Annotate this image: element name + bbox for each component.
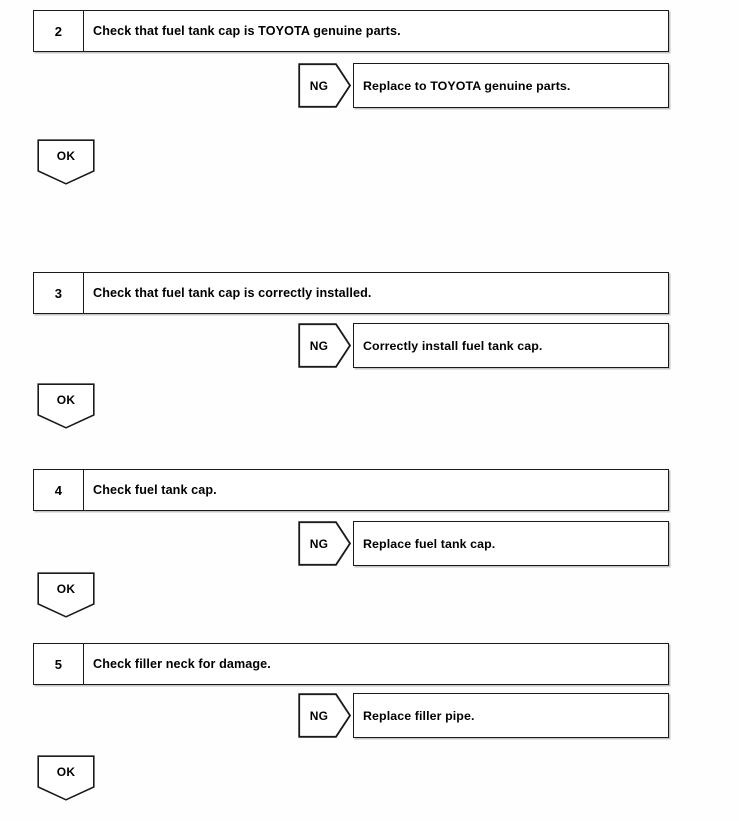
ng-branch-tag[interactable]: NG — [298, 521, 351, 566]
ng-branch-tag[interactable]: NG — [298, 323, 351, 368]
ng-action-box[interactable]: Correctly install fuel tank cap. — [353, 323, 669, 368]
step-check-text: Check that fuel tank cap is TOYOTA genui… — [93, 24, 401, 38]
ng-label: NG — [309, 78, 329, 93]
ok-label: OK — [56, 581, 76, 596]
ng-action-box[interactable]: Replace fuel tank cap. — [353, 521, 669, 566]
step-number: 5 — [34, 644, 84, 684]
ng-pentagon-icon — [298, 323, 351, 368]
step-check-text: Check that fuel tank cap is correctly in… — [93, 286, 372, 300]
ng-label: NG — [309, 338, 329, 353]
step-check-text: Check filler neck for damage. — [93, 657, 271, 671]
ok-pentagon-icon — [37, 572, 95, 618]
ok-pentagon-icon — [37, 755, 95, 801]
ng-action-box[interactable]: Replace filler pipe. — [353, 693, 669, 738]
ok-pentagon-icon — [37, 139, 95, 185]
step-check-text: Check fuel tank cap. — [93, 483, 217, 497]
step-number: 4 — [34, 470, 84, 510]
ng-action-box[interactable]: Replace to TOYOTA genuine parts. — [353, 63, 669, 108]
ok-branch-tag[interactable]: OK — [37, 383, 95, 429]
ok-pentagon-icon — [37, 383, 95, 429]
ng-label: NG — [309, 708, 329, 723]
step-box[interactable]: 4 Check fuel tank cap. — [33, 469, 669, 511]
step-number: 3 — [34, 273, 84, 313]
ng-branch-tag[interactable]: NG — [298, 63, 351, 108]
step-box[interactable]: 3 Check that fuel tank cap is correctly i… — [33, 272, 669, 314]
ok-label: OK — [56, 148, 76, 163]
step-number: 2 — [34, 11, 84, 51]
ok-branch-tag[interactable]: OK — [37, 572, 95, 618]
ng-label: NG — [309, 536, 329, 551]
ng-pentagon-icon — [298, 521, 351, 566]
step-box[interactable]: 2 Check that fuel tank cap is TOYOTA genu… — [33, 10, 669, 52]
ng-branch-tag[interactable]: NG — [298, 693, 351, 738]
ok-label: OK — [56, 764, 76, 779]
ng-pentagon-icon — [298, 693, 351, 738]
ok-label: OK — [56, 392, 76, 407]
ok-branch-tag[interactable]: OK — [37, 755, 95, 801]
step-box[interactable]: 5 Check filler neck for damage. — [33, 643, 669, 685]
ok-branch-tag[interactable]: OK — [37, 139, 95, 185]
ng-pentagon-icon — [298, 63, 351, 108]
